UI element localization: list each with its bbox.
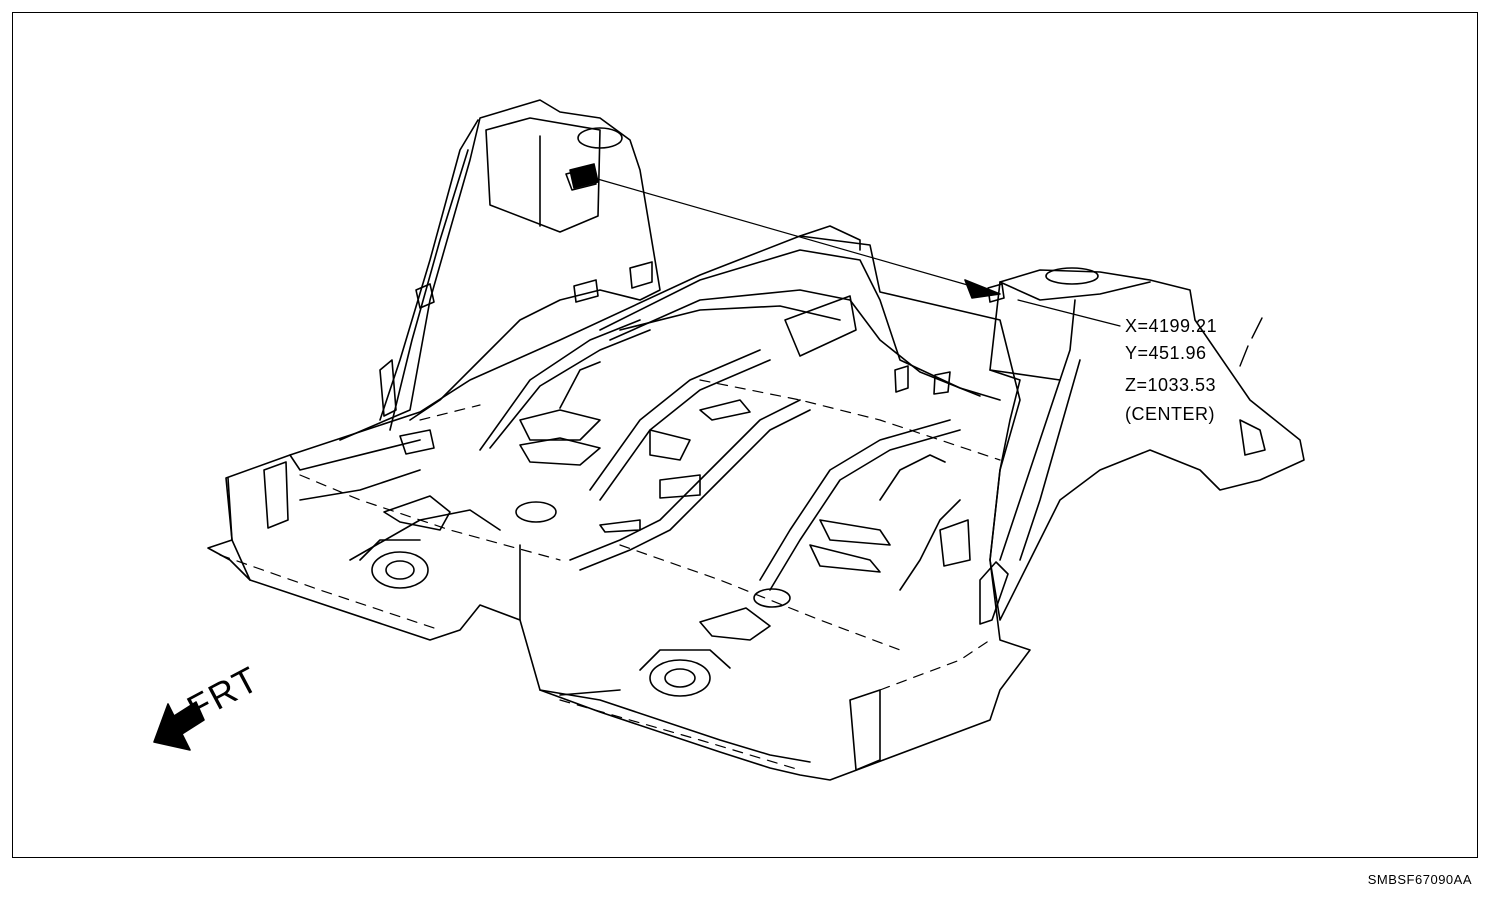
z-coordinate: Z=1033.53 (1125, 375, 1217, 395)
measurement-line (593, 177, 1121, 327)
front-arrow-icon (153, 701, 205, 751)
floor-brackets (263, 261, 971, 771)
floor-pan-outline (207, 235, 1031, 781)
right-measurement-point (987, 283, 1005, 303)
y-coordinate: Y=451.96 (1125, 343, 1207, 363)
position-note: (CENTER) (1125, 404, 1215, 424)
left-measurement-point (569, 163, 599, 189)
figure-code: SMBSF67090AA (1367, 872, 1472, 887)
measurement-arrow-icon (964, 279, 1001, 299)
x-coordinate: X=4199.21 (1125, 316, 1218, 336)
weld-lines (219, 379, 1001, 771)
rear-bulkhead (599, 225, 1001, 401)
floor-wells (359, 501, 791, 697)
coordinate-tick-marks (1239, 317, 1263, 367)
left-rear-pillar (339, 99, 661, 441)
floor-ribs (299, 319, 961, 591)
diagram-frame (12, 12, 1478, 858)
right-rear-pillar (979, 267, 1305, 625)
